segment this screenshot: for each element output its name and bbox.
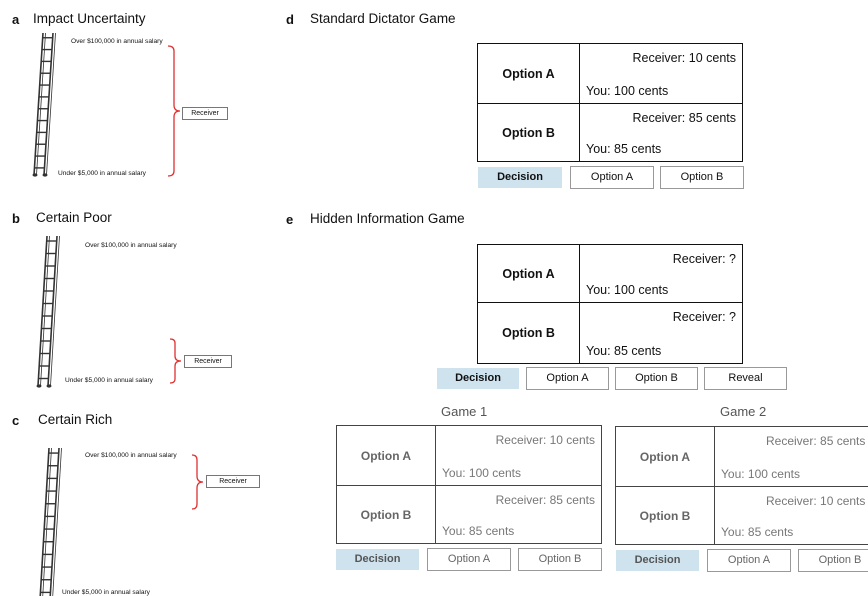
game-1-option-a-button[interactable]: Option A <box>427 548 511 571</box>
payoff-row-b: Option B Receiver: 85 cents You: 85 cent… <box>337 486 602 544</box>
panel-b-receiver-box: Receiver <box>184 355 232 368</box>
you-payoff: You: 85 cents <box>586 142 661 156</box>
option-a-payoff: Receiver: 85 cents You: 100 cents <box>715 427 868 487</box>
game-1-decision-label: Decision <box>336 549 419 570</box>
option-b-label: Option B <box>478 303 580 364</box>
panel-b-bracket <box>170 338 184 384</box>
option-a-payoff: Receiver: 10 cents You: 100 cents <box>436 426 602 486</box>
panel-d-letter: d <box>286 12 294 27</box>
panel-c-receiver-box: Receiver <box>206 475 260 488</box>
receiver-payoff: Receiver: ? <box>673 310 736 324</box>
panel-e-letter: e <box>286 212 293 227</box>
game-1-option-b-button[interactable]: Option B <box>518 548 602 571</box>
panel-c-top-label: Over $100,000 in annual salary <box>85 452 177 459</box>
panel-c-letter: c <box>12 413 19 428</box>
you-payoff: You: 100 cents <box>442 466 521 480</box>
panel-a-bottom-label: Under $5,000 in annual salary <box>58 170 146 177</box>
game-1-title: Game 1 <box>441 404 487 419</box>
option-b-payoff: Receiver: ? You: 85 cents <box>580 303 743 364</box>
option-a-label: Option A <box>478 245 580 303</box>
panel-b-letter: b <box>12 211 20 226</box>
panel-e-title: Hidden Information Game <box>310 211 465 226</box>
game-1-payoff-table: Option A Receiver: 10 cents You: 100 cen… <box>336 425 602 544</box>
panel-e-payoff-table: Option A Receiver: ? You: 100 cents Opti… <box>477 244 743 364</box>
panel-e-decision-label: Decision <box>437 368 519 389</box>
option-b-payoff: Receiver: 10 cents You: 85 cents <box>715 487 868 545</box>
panel-d-payoff-table: Option A Receiver: 10 cents You: 100 cen… <box>477 43 743 162</box>
option-a-payoff: Receiver: 10 cents You: 100 cents <box>580 44 743 104</box>
you-payoff: You: 100 cents <box>586 283 668 297</box>
panel-b-title: Certain Poor <box>36 210 112 225</box>
panel-d-option-a-button[interactable]: Option A <box>570 166 654 189</box>
you-payoff: You: 85 cents <box>586 344 661 358</box>
payoff-row-a: Option A Receiver: ? You: 100 cents <box>478 245 743 303</box>
game-2-option-b-button[interactable]: Option B <box>798 549 868 572</box>
panel-d-title: Standard Dictator Game <box>310 11 456 26</box>
option-b-label: Option B <box>337 486 436 544</box>
game-2-title: Game 2 <box>720 404 766 419</box>
game-2-payoff-table: Option A Receiver: 85 cents You: 100 cen… <box>615 426 868 545</box>
option-a-label: Option A <box>616 427 715 487</box>
option-a-label: Option A <box>337 426 436 486</box>
receiver-payoff: Receiver: 85 cents <box>632 111 736 125</box>
panel-c-title: Certain Rich <box>38 412 112 427</box>
panel-b-top-label: Over $100,000 in annual salary <box>85 242 177 249</box>
panel-b-bottom-label: Under $5,000 in annual salary <box>65 377 153 384</box>
game-2-option-a-button[interactable]: Option A <box>707 549 791 572</box>
panel-a-receiver-box: Receiver <box>182 107 228 120</box>
game-2-decision-label: Decision <box>616 550 699 571</box>
panel-a-title: Impact Uncertainty <box>33 11 146 26</box>
option-b-payoff: Receiver: 85 cents You: 85 cents <box>436 486 602 544</box>
you-payoff: You: 85 cents <box>721 525 793 539</box>
receiver-payoff: Receiver: ? <box>673 252 736 266</box>
panel-d-decision-label: Decision <box>478 167 562 188</box>
option-a-label: Option A <box>478 44 580 104</box>
panel-a-bracket <box>168 45 182 177</box>
receiver-payoff: Receiver: 85 cents <box>766 434 865 448</box>
option-a-payoff: Receiver: ? You: 100 cents <box>580 245 743 303</box>
receiver-payoff: Receiver: 10 cents <box>496 433 595 447</box>
panel-e-option-b-button[interactable]: Option B <box>615 367 698 390</box>
payoff-row-a: Option A Receiver: 10 cents You: 100 cen… <box>478 44 743 104</box>
payoff-row-b: Option B Receiver: 10 cents You: 85 cent… <box>616 487 868 545</box>
panel-a-top-label: Over $100,000 in annual salary <box>71 38 163 45</box>
panel-d-option-b-button[interactable]: Option B <box>660 166 744 189</box>
receiver-payoff: Receiver: 10 cents <box>632 51 736 65</box>
option-b-payoff: Receiver: 85 cents You: 85 cents <box>580 104 743 162</box>
panel-c-bracket <box>192 454 206 510</box>
receiver-payoff: Receiver: 85 cents <box>496 493 595 507</box>
option-b-label: Option B <box>478 104 580 162</box>
panel-e-reveal-button[interactable]: Reveal <box>704 367 787 390</box>
you-payoff: You: 85 cents <box>442 524 514 538</box>
you-payoff: You: 100 cents <box>586 84 668 98</box>
receiver-payoff: Receiver: 10 cents <box>766 494 865 508</box>
payoff-row-a: Option A Receiver: 85 cents You: 100 cen… <box>616 427 868 487</box>
payoff-row-a: Option A Receiver: 10 cents You: 100 cen… <box>337 426 602 486</box>
payoff-row-b: Option B Receiver: 85 cents You: 85 cent… <box>478 104 743 162</box>
you-payoff: You: 100 cents <box>721 467 800 481</box>
option-b-label: Option B <box>616 487 715 545</box>
panel-e-option-a-button[interactable]: Option A <box>526 367 609 390</box>
payoff-row-b: Option B Receiver: ? You: 85 cents <box>478 303 743 364</box>
panel-a-letter: a <box>12 12 19 27</box>
ladder-c <box>0 0 1 1</box>
